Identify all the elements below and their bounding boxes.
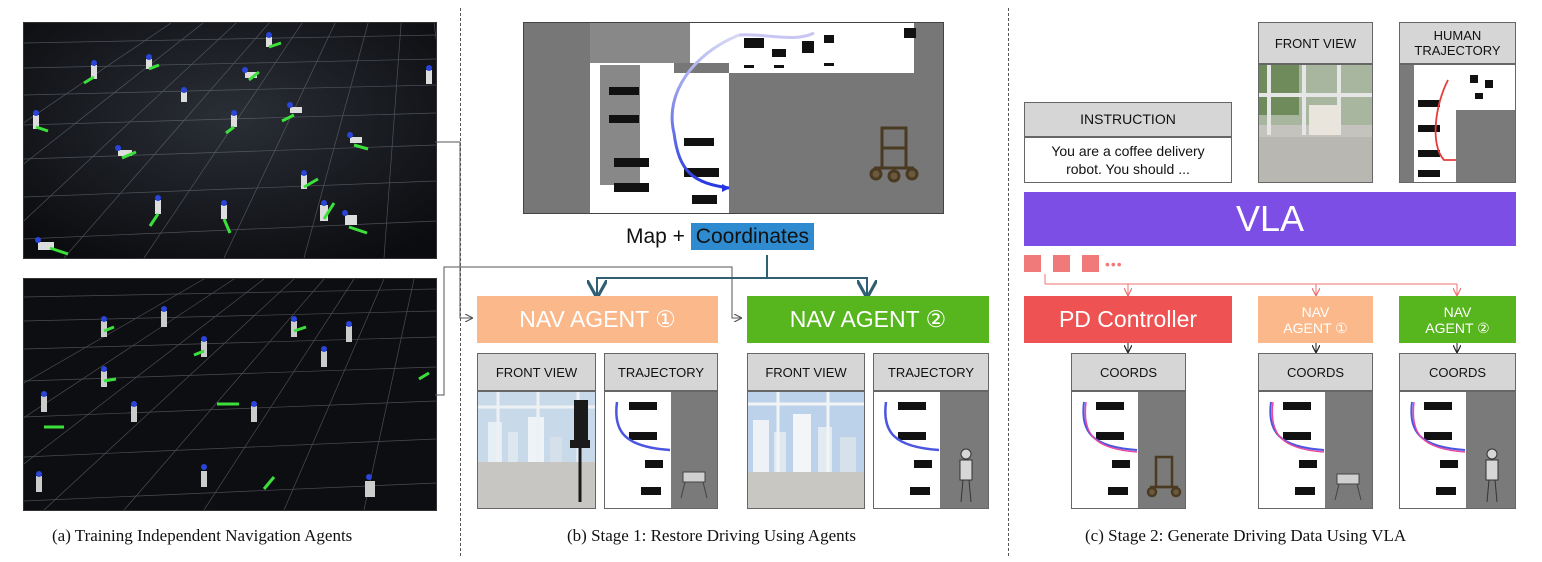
human-trajectory-header: HUMAN TRAJECTORY xyxy=(1399,22,1516,64)
vla-label: VLA xyxy=(1235,198,1305,239)
caption-a: (a) Training Independent Navigation Agen… xyxy=(52,526,353,545)
grid-scene-bottom xyxy=(24,279,436,510)
nav-agent-1-box: NAV AGENT ① xyxy=(477,296,718,343)
map-label-prefix: Map + xyxy=(626,225,691,248)
token-3 xyxy=(1082,255,1099,272)
nav-agent-2-box: NAV AGENT ② xyxy=(747,296,989,343)
agent2-front-view-header: FRONT VIEW xyxy=(747,353,865,391)
vla-block: VLA xyxy=(1024,192,1516,246)
caption-c: (c) Stage 2: Generate Driving Data Using… xyxy=(1085,526,1407,545)
agent2-coords-image xyxy=(1399,391,1516,509)
map-coordinates-label: Map + Coordinates xyxy=(626,223,815,250)
agent1-trajectory-image xyxy=(604,391,718,509)
agent2-trajectory-image xyxy=(873,391,989,509)
instruction-text-box: You are a coffee delivery robot. You sho… xyxy=(1024,137,1232,183)
stage2-nav-agent-2-box: NAV AGENT ② xyxy=(1399,296,1516,343)
agent2-front-view-image xyxy=(747,391,865,509)
coordinates-highlight: Coordinates xyxy=(690,223,815,250)
stage2-front-view-image xyxy=(1258,64,1373,183)
token-1 xyxy=(1024,255,1041,272)
agent1-coords-header: COORDS xyxy=(1258,353,1373,391)
instruction-text: You are a coffee delivery robot. You sho… xyxy=(1051,143,1205,177)
agent1-front-view-image xyxy=(477,391,596,509)
token-ellipsis: ••• xyxy=(1105,255,1123,272)
agent2-coords-header: COORDS xyxy=(1399,353,1516,391)
action-tokens: ••• xyxy=(1024,255,1123,272)
agent1-front-view-header: FRONT VIEW xyxy=(477,353,596,391)
grid-scene-top xyxy=(24,23,436,258)
human-trajectory-image xyxy=(1399,64,1516,183)
agent1-coords-image xyxy=(1258,391,1373,509)
caption-b: (b) Stage 1: Restore Driving Using Agent… xyxy=(567,526,856,545)
agent2-trajectory-header: TRAJECTORY xyxy=(873,353,989,391)
pd-coords-image xyxy=(1071,391,1186,509)
simulation-image-bottom xyxy=(23,278,437,511)
stage2-front-view-header: FRONT VIEW xyxy=(1258,22,1373,64)
pd-controller-box: PD Controller xyxy=(1024,296,1232,343)
instruction-header: INSTRUCTION xyxy=(1024,102,1232,137)
token-2 xyxy=(1053,255,1070,272)
pd-coords-header: COORDS xyxy=(1071,353,1186,391)
simulation-image-top xyxy=(23,22,437,259)
floor-map xyxy=(523,22,944,214)
agent1-trajectory-header: TRAJECTORY xyxy=(604,353,718,391)
stage2-nav-agent-1-box: NAV AGENT ① xyxy=(1258,296,1373,343)
divider-right xyxy=(1008,8,1009,556)
